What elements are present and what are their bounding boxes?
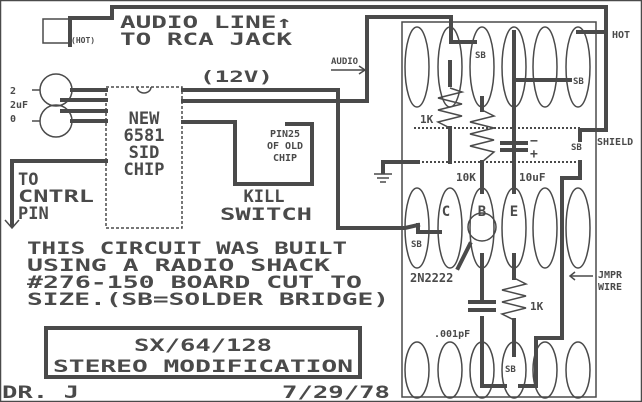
hot-tag: (HOT) (71, 36, 95, 45)
shield-label: SHIELD (597, 137, 633, 148)
pad-strip (532, 187, 558, 269)
header-line2: TO RCA JACK (120, 30, 293, 50)
sb-label: SB (505, 365, 516, 375)
sb-label: SB (411, 240, 422, 250)
pad-strip (565, 187, 591, 269)
control-label: CNTRL (18, 187, 94, 207)
arrow-down-icon (4, 219, 20, 230)
pin-c: C (442, 204, 450, 220)
kill-label: SWITCH (220, 205, 312, 225)
note-line: SIZE.(SB=SOLDER BRIDGE) (27, 290, 389, 310)
pad-strip (501, 26, 527, 108)
pad-strip (565, 26, 591, 108)
chip-label: CHIP (124, 160, 165, 180)
resistor-10k (469, 109, 497, 163)
r1-label: 1K (420, 113, 434, 126)
minus-sign: − (530, 134, 538, 149)
control-label: TO (18, 170, 38, 190)
title-line1: SX/64/128 (134, 336, 272, 356)
r3-label: 1K (530, 300, 544, 313)
kill-label: KILL (244, 187, 285, 207)
pin25-label: CHIP (273, 153, 297, 164)
author: DR. J (2, 383, 79, 402)
audio-arrowhead-icon (358, 65, 367, 75)
header-line1: AUDIO LINE↑ (120, 13, 292, 33)
sb-label: SB (475, 51, 486, 61)
jumper-label: JMPR (598, 270, 623, 281)
pad-strip (532, 341, 558, 399)
pad-strip (404, 26, 430, 108)
cap-label: 2uF (10, 100, 28, 111)
pad-strip (469, 187, 495, 269)
pad-strip (469, 341, 495, 399)
breadboard (401, 21, 597, 398)
capacitor-icon (39, 73, 73, 107)
capacitor-icon (39, 104, 73, 138)
pad-strip (404, 187, 430, 269)
pad-strip (404, 341, 430, 399)
date: 7/29/78 (282, 383, 390, 402)
title-box (44, 326, 362, 379)
r2-label: 10K (456, 171, 476, 184)
control-label: PIN (18, 204, 49, 224)
jumper-label: WIRE (598, 282, 622, 293)
transistor-2n2222 (467, 212, 497, 242)
audio-label: AUDIO (331, 57, 359, 67)
sb-label: SB (573, 77, 584, 87)
transistor-pointer (455, 241, 473, 271)
jumper-arrowhead-icon (568, 271, 576, 281)
pad-strip (532, 26, 558, 108)
chip-label: 6581 (124, 126, 165, 146)
note-line: THIS CIRCUIT WAS BUILT (27, 239, 347, 259)
pin25-label: PIN25 (270, 129, 300, 140)
note-line: #276-150 BOARD CUT TO (27, 273, 362, 293)
sid-chip (105, 86, 183, 229)
sb-label: SB (571, 143, 582, 153)
wires (10, 5, 608, 388)
pin25-label: OF OLD (267, 141, 303, 152)
pad-strip (469, 26, 495, 108)
cap2-label: .001pF (434, 329, 470, 340)
cap-label: 2 (10, 86, 16, 97)
cap-label: 0 (10, 114, 16, 125)
pad-strip (437, 187, 463, 269)
title-line2: STEREO MODIFICATION (53, 357, 353, 377)
hot-label: HOT (612, 30, 630, 41)
pin-b: B (478, 204, 486, 220)
rca-jack (42, 18, 71, 44)
voltage-label: (12V) (200, 67, 273, 86)
pad-strip (565, 341, 591, 399)
transistor-label: 2N2222 (410, 271, 453, 285)
pad-strip (501, 341, 527, 399)
pin-e: E (510, 204, 518, 220)
resistor-1k-lower (499, 277, 529, 321)
ground-icon (374, 173, 392, 183)
pad-strip (501, 187, 527, 269)
chip-notch (136, 86, 152, 94)
note-line: USING A RADIO SHACK (27, 256, 331, 276)
cap-label: 10uF (519, 171, 546, 184)
chip-label: SID (129, 143, 160, 163)
chip-label: NEW (129, 109, 160, 129)
plus-sign: + (530, 147, 538, 162)
pad-strip (437, 341, 463, 399)
resistor-1k (435, 87, 465, 129)
